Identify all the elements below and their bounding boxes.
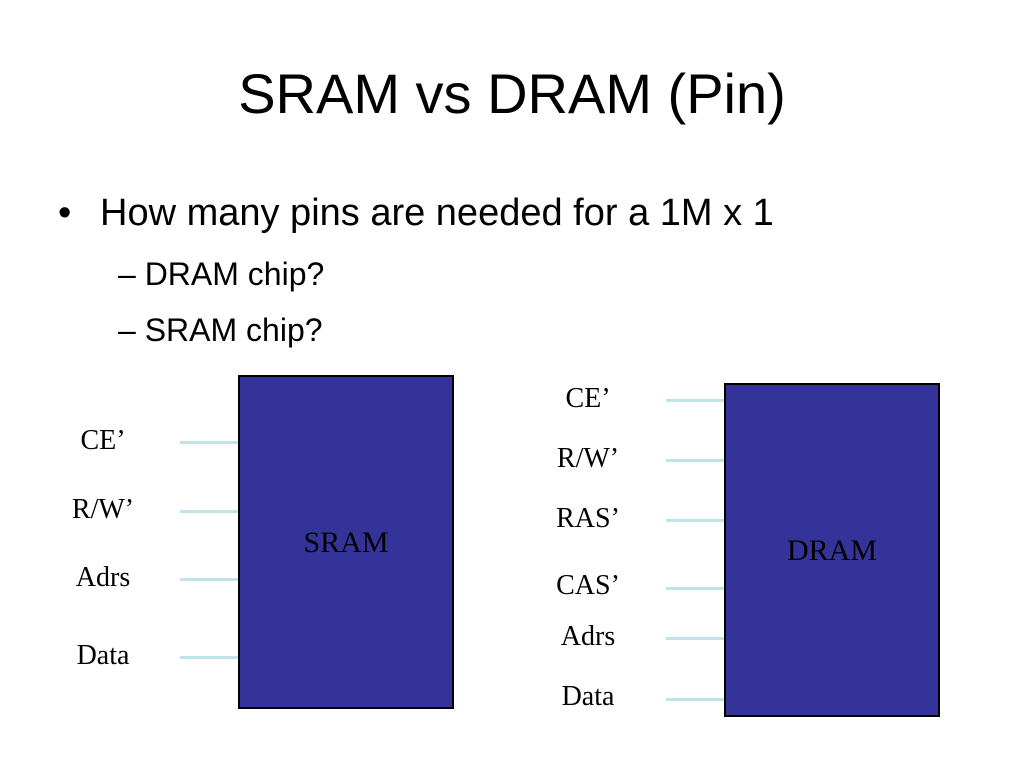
dram-pin-label-ce: CE’ — [565, 383, 611, 414]
page-title: SRAM vs DRAM (Pin) — [238, 62, 786, 125]
dram-pin-line-data — [666, 698, 724, 701]
sub-item-sram: – SRAM chip? — [118, 312, 323, 348]
dram-pin-line-ras — [666, 519, 724, 522]
sram-pin-line-adrs — [180, 578, 238, 581]
dram-pin-label-ras: RAS’ — [556, 503, 620, 534]
dram-chip-label: DRAM — [786, 534, 878, 567]
sram-pin-label-ce: CE’ — [80, 425, 126, 456]
sram-chip — [238, 375, 454, 709]
bullet-text: How many pins are needed for a 1M x 1 — [100, 192, 774, 234]
sram-pin-line-ce — [180, 441, 238, 444]
dram-pin-line-cas — [666, 587, 724, 590]
dram-pin-line-rw — [666, 459, 724, 462]
sram-pin-line-rw — [180, 510, 238, 513]
sram-pin-line-data — [180, 656, 238, 659]
sram-pin-label-rw: R/W’ — [71, 494, 135, 525]
sram-chip-label: SRAM — [303, 526, 389, 559]
sram-pin-label-data: Data — [76, 640, 130, 671]
bullet-item: • How many pins are needed for a 1M x 1 — [58, 190, 774, 236]
dram-pin-label-adrs: Adrs — [560, 621, 616, 652]
bullet-marker: • — [58, 192, 72, 234]
dram-pin-line-ce — [666, 399, 724, 402]
dram-pin-label-rw: R/W’ — [556, 443, 620, 474]
sub-item-dram: – DRAM chip? — [118, 256, 325, 292]
dram-pin-label-data: Data — [561, 681, 615, 712]
sram-pin-label-adrs: Adrs — [75, 562, 131, 593]
dram-pin-label-cas: CAS’ — [556, 570, 620, 601]
dram-pin-line-adrs — [666, 637, 724, 640]
dram-chip — [724, 383, 940, 717]
